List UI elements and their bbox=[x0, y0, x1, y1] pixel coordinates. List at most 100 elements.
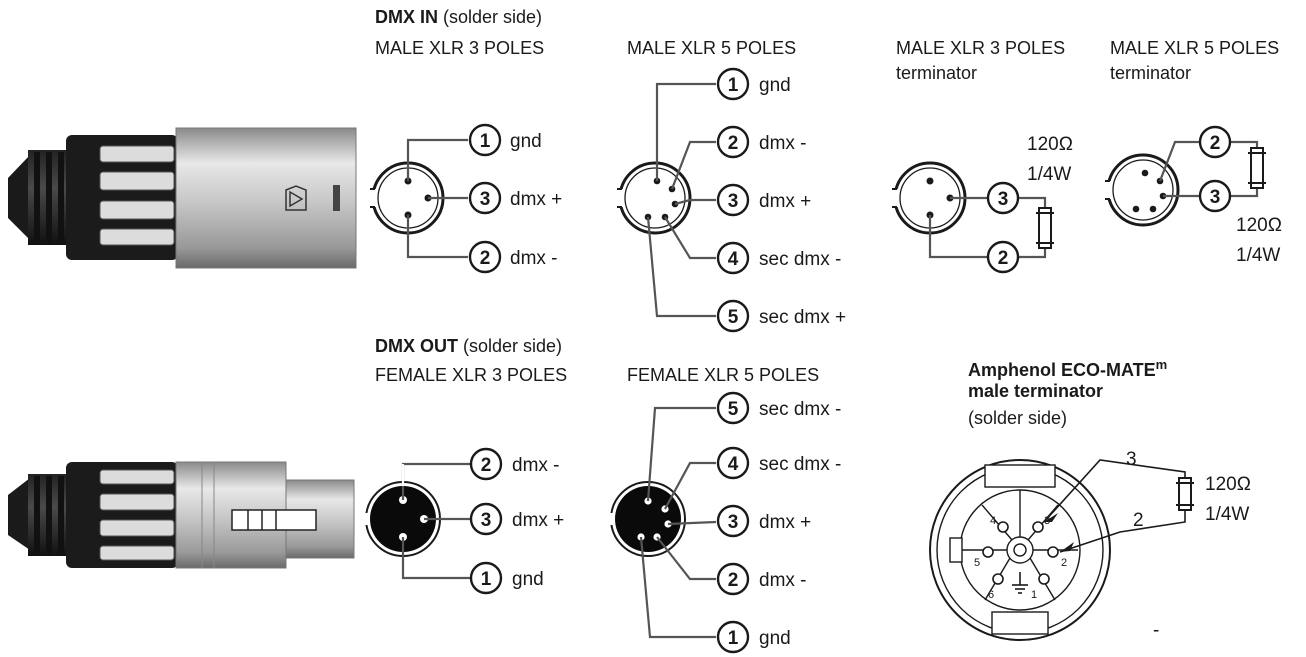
female3-pin-label: gnd bbox=[512, 569, 544, 590]
svg-text:5: 5 bbox=[974, 557, 980, 569]
svg-text:1: 1 bbox=[480, 131, 491, 152]
svg-text:2: 2 bbox=[998, 248, 1009, 269]
svg-text:2: 2 bbox=[728, 133, 739, 154]
svg-text:5: 5 bbox=[728, 399, 739, 420]
male3-pin-label: gnd bbox=[510, 131, 542, 152]
svg-text:1: 1 bbox=[481, 569, 492, 590]
resistor-icon bbox=[1038, 207, 1052, 249]
svg-text:120Ω: 120Ω bbox=[1205, 474, 1251, 495]
male3-pin-label: dmx + bbox=[510, 189, 562, 210]
pin-1-icon: 1 bbox=[716, 620, 750, 654]
amphenol-subtitle: (solder side) bbox=[968, 408, 1068, 428]
pin-5-icon: 5 bbox=[716, 299, 750, 333]
term5-resistor: 120Ω bbox=[1236, 215, 1282, 236]
svg-text:3: 3 bbox=[728, 512, 739, 533]
male5-pin-label: dmx + bbox=[759, 191, 811, 212]
term3-resistor: 120Ω bbox=[1027, 134, 1073, 155]
pin-2-icon: 2 bbox=[716, 125, 750, 159]
term3-power: 1/4W bbox=[1027, 164, 1071, 185]
svg-text:2: 2 bbox=[1210, 133, 1221, 154]
svg-text:2: 2 bbox=[1133, 510, 1144, 531]
female5-pins: 5 sec dmx - 4 sec dmx - 3 dmx + 2 dmx - … bbox=[716, 391, 841, 654]
pin-3-icon: 3 bbox=[716, 504, 750, 538]
term5-power: 1/4W bbox=[1236, 245, 1280, 266]
pin-2-icon: 2 bbox=[986, 240, 1020, 274]
pin-3-icon: 3 bbox=[986, 181, 1020, 215]
term3-diagram: 120Ω 1/4W 3 2 bbox=[887, 134, 1073, 274]
amphenol-subtitle-bold: male terminator bbox=[968, 381, 1104, 401]
svg-text:5: 5 bbox=[728, 307, 739, 328]
female5-title: FEMALE XLR 5 POLES bbox=[627, 365, 820, 385]
female3-diagram bbox=[355, 462, 470, 580]
pin-5-icon: 5 bbox=[716, 391, 750, 425]
svg-text:3: 3 bbox=[1126, 449, 1137, 470]
svg-text:1/4W: 1/4W bbox=[1205, 504, 1249, 525]
term3-subtitle: terminator bbox=[896, 63, 978, 83]
pin-3-icon: 3 bbox=[1198, 179, 1232, 213]
male3-diagram bbox=[365, 138, 468, 259]
svg-text:2: 2 bbox=[728, 570, 739, 591]
male-xlr-connector-icon bbox=[8, 127, 357, 269]
pin-1-icon: 1 bbox=[468, 123, 502, 157]
female5-pin-label: dmx + bbox=[759, 512, 811, 533]
female-xlr-connector-icon bbox=[8, 461, 355, 569]
ground-icon bbox=[1012, 572, 1028, 594]
svg-text:2: 2 bbox=[480, 248, 491, 269]
female5-diagram bbox=[600, 406, 717, 639]
svg-text:-: - bbox=[1153, 620, 1159, 641]
female3-pin-label: dmx + bbox=[512, 510, 564, 531]
pin-4-icon: 4 bbox=[716, 241, 750, 275]
male5-pin-label: sec dmx - bbox=[759, 249, 841, 270]
male5-pins: 1 gnd 2 dmx - 3 dmx + 4 sec dmx - 5 sec … bbox=[716, 67, 846, 333]
term5-subtitle: terminator bbox=[1110, 63, 1192, 83]
amphenol-diagram: 4 3 5 2 6 1 3 2 120Ω 1/4W - bbox=[929, 449, 1251, 641]
svg-text:2: 2 bbox=[481, 455, 492, 476]
svg-text:4: 4 bbox=[990, 515, 996, 527]
female5-pin-label: sec dmx - bbox=[759, 454, 841, 475]
resistor-icon bbox=[1178, 477, 1192, 511]
pin-2-icon: 2 bbox=[468, 240, 502, 274]
pin-4-icon: 4 bbox=[716, 446, 750, 480]
dmx-out-heading: DMX OUT (solder side) bbox=[375, 336, 563, 356]
amphenol-title: Amphenol ECO-MATEm bbox=[968, 357, 1168, 380]
svg-text:3: 3 bbox=[998, 189, 1009, 210]
pin-3-icon: 3 bbox=[468, 181, 502, 215]
male5-title: MALE XLR 5 POLES bbox=[627, 38, 797, 58]
svg-text:3: 3 bbox=[1210, 187, 1221, 208]
pin-2-icon: 2 bbox=[716, 562, 750, 596]
pin-1-icon: 1 bbox=[716, 67, 750, 101]
pin-3-icon: 3 bbox=[469, 502, 503, 536]
svg-text:4: 4 bbox=[728, 454, 739, 475]
term5-diagram: 2 3 120Ω 1/4W bbox=[1100, 125, 1282, 266]
female3-pins: 2 dmx - 3 dmx + 1 gnd bbox=[469, 447, 564, 595]
male5-diagram bbox=[612, 82, 716, 318]
male3-pins: 1 gnd 3 dmx + 2 dmx - bbox=[468, 123, 562, 274]
female5-pin-label: gnd bbox=[759, 628, 791, 649]
resistor-icon bbox=[1250, 147, 1264, 189]
pin-2-icon: 2 bbox=[1198, 125, 1232, 159]
svg-text:4: 4 bbox=[728, 249, 739, 270]
male5-pin-label: dmx - bbox=[759, 133, 807, 154]
svg-text:3: 3 bbox=[481, 510, 492, 531]
term3-title: MALE XLR 3 POLES bbox=[896, 38, 1066, 58]
svg-text:3: 3 bbox=[728, 191, 739, 212]
male3-pin-label: dmx - bbox=[510, 248, 558, 269]
svg-text:1: 1 bbox=[1031, 589, 1037, 601]
pin-2-icon: 2 bbox=[469, 447, 503, 481]
female3-pin-label: dmx - bbox=[512, 455, 560, 476]
female5-pin-label: dmx - bbox=[759, 570, 807, 591]
svg-text:1: 1 bbox=[728, 628, 739, 649]
term5-title: MALE XLR 5 POLES bbox=[1110, 38, 1280, 58]
dmx-in-heading: DMX IN (solder side) bbox=[375, 7, 543, 27]
male5-pin-label: sec dmx + bbox=[759, 307, 846, 328]
pin-1-icon: 1 bbox=[469, 561, 503, 595]
svg-text:1: 1 bbox=[728, 75, 739, 96]
svg-text:2: 2 bbox=[1061, 557, 1067, 569]
male5-pin-label: gnd bbox=[759, 75, 791, 96]
female3-title: FEMALE XLR 3 POLES bbox=[375, 365, 568, 385]
svg-text:6: 6 bbox=[988, 589, 994, 601]
male3-title: MALE XLR 3 POLES bbox=[375, 38, 545, 58]
pin-3-icon: 3 bbox=[716, 183, 750, 217]
female5-pin-label: sec dmx - bbox=[759, 399, 841, 420]
